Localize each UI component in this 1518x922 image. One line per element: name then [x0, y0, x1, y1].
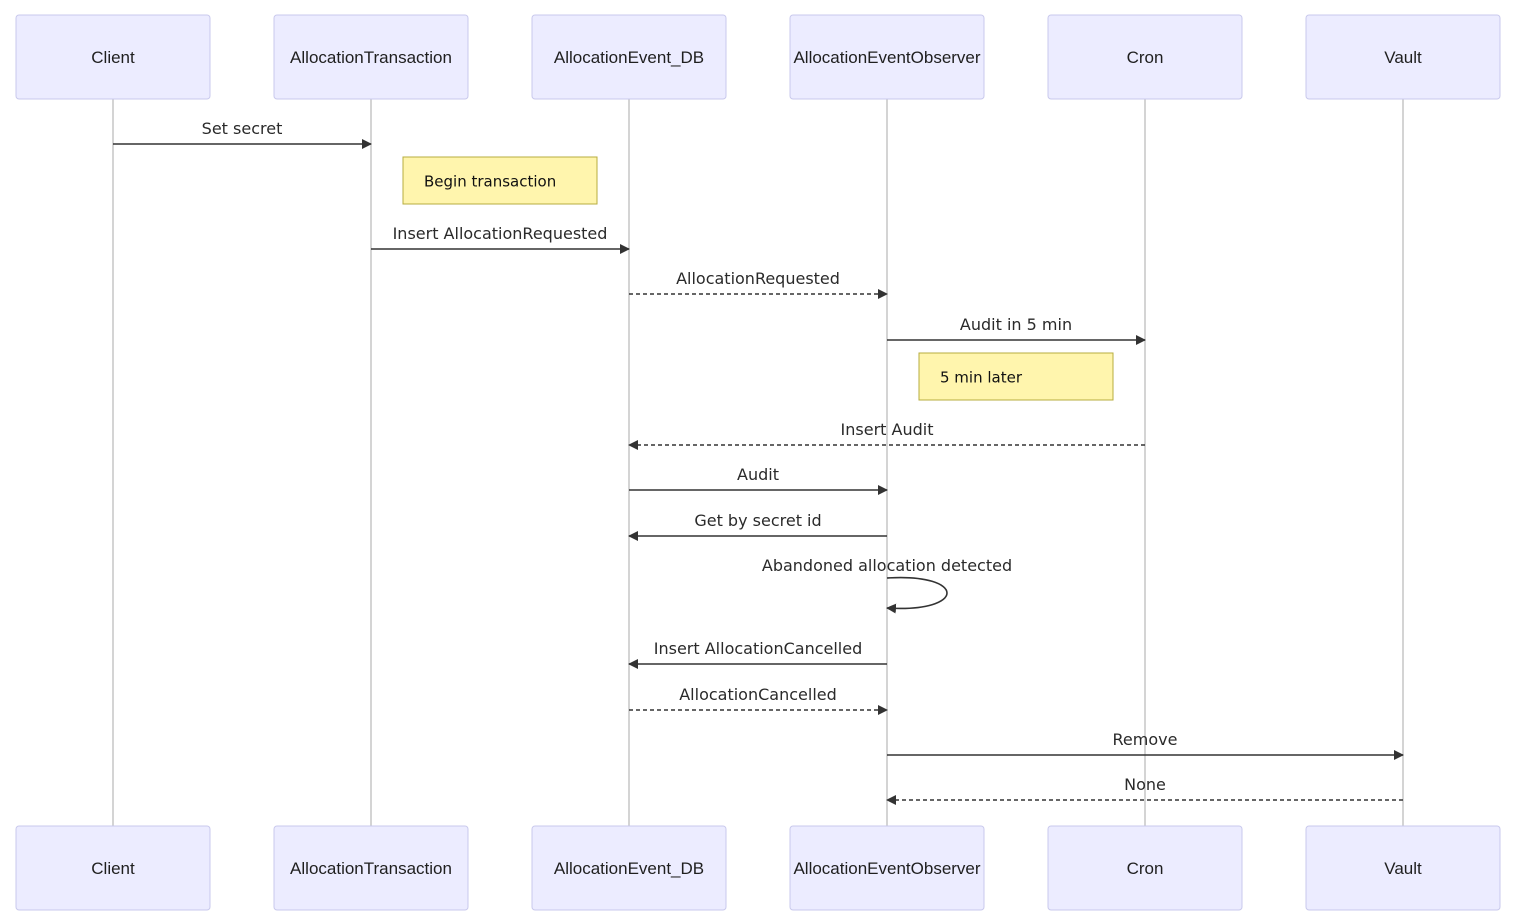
actor-box: [1047, 825, 1243, 911]
actor-box: [1305, 825, 1501, 911]
actor-box: [15, 825, 211, 911]
message-label: Audit: [737, 465, 779, 484]
message-label: Insert Audit: [841, 420, 934, 439]
actor-label: Vault: [1384, 48, 1422, 67]
message-label: AllocationCancelled: [679, 685, 837, 704]
message-12: Remove: [887, 730, 1404, 760]
message-2: Insert AllocationRequested: [371, 224, 630, 254]
actor-client-top: Client: [15, 14, 211, 100]
message-label: Set secret: [202, 119, 283, 138]
actor-box: [789, 14, 985, 100]
message-0: Set secret: [113, 119, 372, 149]
actor-label: AllocationEvent_DB: [554, 48, 704, 67]
note-5: 5 min later: [918, 352, 1114, 401]
message-label: Insert AllocationCancelled: [654, 639, 863, 658]
message-label: Insert AllocationRequested: [393, 224, 608, 243]
actor-box: [531, 14, 727, 100]
actor-box: [273, 825, 469, 911]
message-label: Audit in 5 min: [960, 315, 1072, 334]
message-label: AllocationRequested: [676, 269, 840, 288]
actor-tx-top: AllocationTransaction: [273, 14, 469, 100]
message-3: AllocationRequested: [629, 269, 888, 299]
message-4: Audit in 5 min: [887, 315, 1146, 345]
actor-cron-bottom: Cron: [1047, 825, 1243, 911]
message-13: None: [886, 775, 1403, 805]
actor-obs-top: AllocationEventObserver: [789, 14, 985, 100]
actor-label: Client: [91, 48, 135, 67]
actor-vault-bottom: Vault: [1305, 825, 1501, 911]
actor-box: [1047, 14, 1243, 100]
actor-box: [273, 14, 469, 100]
actor-label: Client: [91, 859, 135, 878]
message-11: AllocationCancelled: [629, 685, 888, 715]
message-6: Insert Audit: [628, 420, 1145, 450]
actor-cron-top: Cron: [1047, 14, 1243, 100]
actor-label: AllocationTransaction: [290, 48, 452, 67]
actor-box: [789, 825, 985, 911]
actor-tx-bottom: AllocationTransaction: [273, 825, 469, 911]
actor-label: Cron: [1127, 859, 1164, 878]
message-label: Abandoned allocation detected: [762, 556, 1012, 575]
actor-db-top: AllocationEvent_DB: [531, 14, 727, 100]
actor-label: AllocationTransaction: [290, 859, 452, 878]
actor-label: Cron: [1127, 48, 1164, 67]
actor-box: [15, 14, 211, 100]
message-label: None: [1124, 775, 1166, 794]
message-label: Remove: [1113, 730, 1178, 749]
actor-label: AllocationEventObserver: [793, 48, 980, 67]
actor-db-bottom: AllocationEvent_DB: [531, 825, 727, 911]
actor-client-bottom: Client: [15, 825, 211, 911]
actor-box: [1305, 14, 1501, 100]
note-1: Begin transaction: [402, 156, 598, 205]
actor-label: AllocationEvent_DB: [554, 859, 704, 878]
message-9: Abandoned allocation detected: [762, 556, 1012, 614]
actor-label: Vault: [1384, 859, 1422, 878]
actor-box: [531, 825, 727, 911]
message-label: Get by secret id: [694, 511, 821, 530]
actor-obs-bottom: AllocationEventObserver: [789, 825, 985, 911]
actor-vault-top: Vault: [1305, 14, 1501, 100]
message-8: Get by secret id: [628, 511, 887, 541]
note-label: Begin transaction: [424, 173, 556, 191]
note-box: [402, 156, 598, 205]
note-box: [918, 352, 1114, 401]
self-message-arrow: [886, 576, 948, 614]
message-10: Insert AllocationCancelled: [628, 639, 887, 669]
note-label: 5 min later: [940, 369, 1023, 387]
actor-label: AllocationEventObserver: [793, 859, 980, 878]
message-7: Audit: [629, 465, 888, 495]
